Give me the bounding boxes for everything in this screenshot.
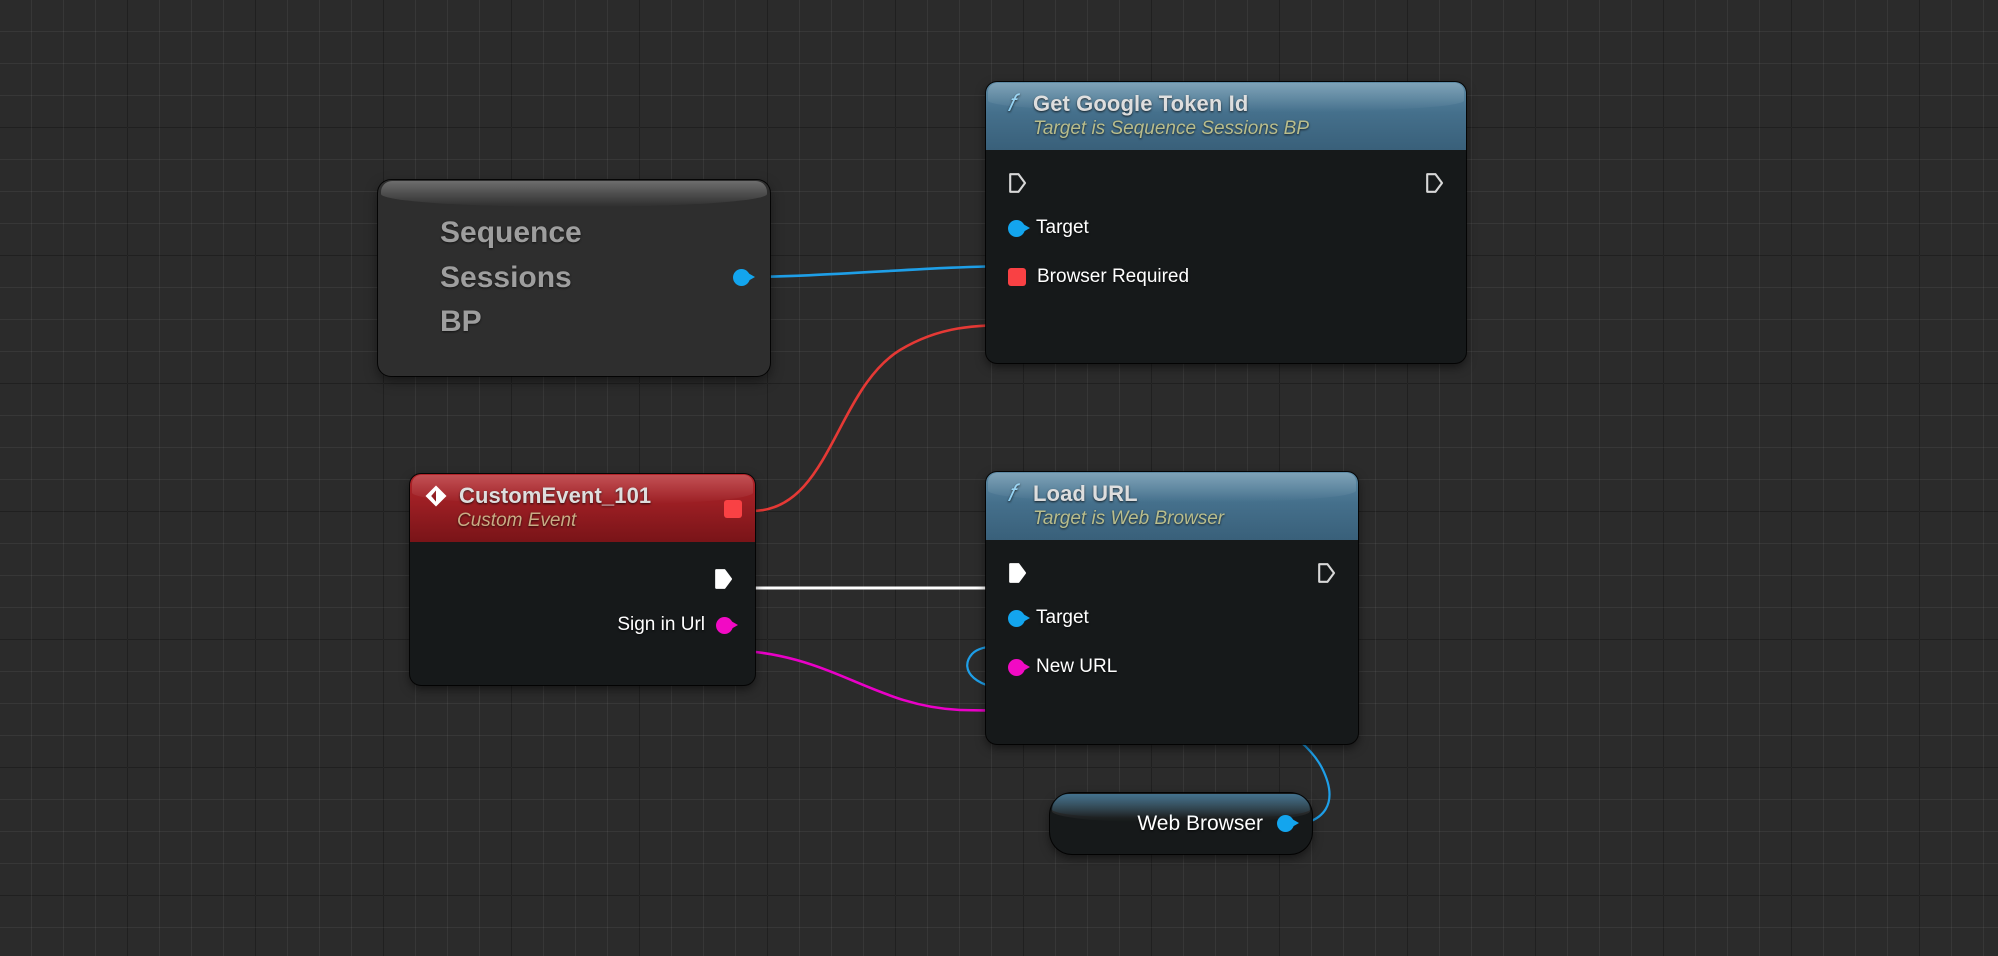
self-label-line-2: Sessions — [440, 260, 572, 294]
get-google-token-id-exec-row — [986, 163, 1466, 203]
pin-new-url[interactable] — [1008, 658, 1030, 676]
pin-custom-event-delegate[interactable] — [724, 500, 742, 518]
pin-target[interactable] — [1008, 609, 1030, 627]
pin-target-label: Target — [1036, 217, 1089, 238]
pin-row-new-url: New URL — [986, 643, 1358, 691]
get-google-token-id-title: Get Google Token Id — [1033, 91, 1249, 116]
custom-event-101-header: CustomEvent_101 Custom Event — [410, 474, 755, 542]
load-url-exec-row — [986, 553, 1358, 593]
pin-browser-required[interactable] — [1008, 268, 1026, 286]
pin-row-browser-required: Browser Required — [986, 253, 1466, 301]
event-diamond-icon — [424, 484, 448, 508]
pin-sign-in-url[interactable] — [716, 616, 738, 634]
custom-event-101-title: CustomEvent_101 — [459, 483, 652, 508]
node-custom-event-101[interactable]: CustomEvent_101 Custom Event — [410, 474, 755, 685]
pin-target[interactable] — [1008, 219, 1030, 237]
self-label-line-3: BP — [440, 305, 482, 339]
get-google-token-id-header: 𝑓 Get Google Token Id Target is Sequence… — [986, 82, 1466, 150]
exec-in-icon[interactable] — [1008, 562, 1027, 584]
web-browser-label: Web Browser — [1137, 811, 1263, 835]
custom-event-101-body: Sign in Url — [410, 542, 755, 662]
load-url-title: Load URL — [1033, 481, 1138, 506]
load-url-header: 𝑓 Load URL Target is Web Browser — [986, 472, 1358, 540]
get-google-token-id-subtitle: Target is Sequence Sessions BP — [1033, 118, 1310, 139]
function-icon: 𝑓 — [1007, 91, 1015, 117]
pin-new-url-label: New URL — [1036, 656, 1118, 677]
pin-row-target: Target — [986, 593, 1358, 643]
self-label-line-1: Sequence — [440, 216, 582, 250]
node-get-google-token-id[interactable]: 𝑓 Get Google Token Id Target is Sequence… — [986, 82, 1466, 363]
wire-sessions-to-target — [737, 264, 1021, 279]
pin-target-label: Target — [1036, 607, 1089, 628]
load-url-subtitle: Target is Web Browser — [1033, 508, 1225, 529]
pin-web-browser-output[interactable] — [1277, 815, 1299, 832]
node-load-url[interactable]: 𝑓 Load URL Target is Web Browser — [986, 472, 1358, 744]
exec-out-icon[interactable] — [714, 568, 733, 590]
wire-event-to-browser-required — [751, 323, 1019, 513]
function-icon: 𝑓 — [1007, 481, 1015, 507]
pin-row-target: Target — [986, 203, 1466, 253]
custom-event-101-subtitle: Custom Event — [457, 510, 577, 531]
pin-sequence-sessions-bp-output[interactable] — [733, 269, 755, 287]
pin-row-sign-in-url: Sign in Url — [410, 602, 755, 648]
exec-out-icon[interactable] — [1425, 172, 1444, 194]
load-url-body: Target New URL — [986, 540, 1358, 705]
pin-row-exec-out — [410, 556, 755, 602]
exec-out-icon[interactable] — [1317, 562, 1336, 584]
exec-in-icon[interactable] — [1008, 172, 1027, 194]
wire-signinurl-to-newurl — [721, 648, 1021, 712]
pin-sign-in-url-label: Sign in Url — [617, 614, 705, 635]
get-google-token-id-body: Target Browser Required — [986, 150, 1466, 315]
sequence-sessions-bp-label: Sequence Sessions BP — [440, 211, 582, 344]
node-sequence-sessions-bp[interactable]: Sequence Sessions BP — [378, 180, 770, 376]
node-web-browser[interactable]: Web Browser — [1050, 793, 1312, 854]
pin-browser-required-label: Browser Required — [1037, 266, 1190, 287]
